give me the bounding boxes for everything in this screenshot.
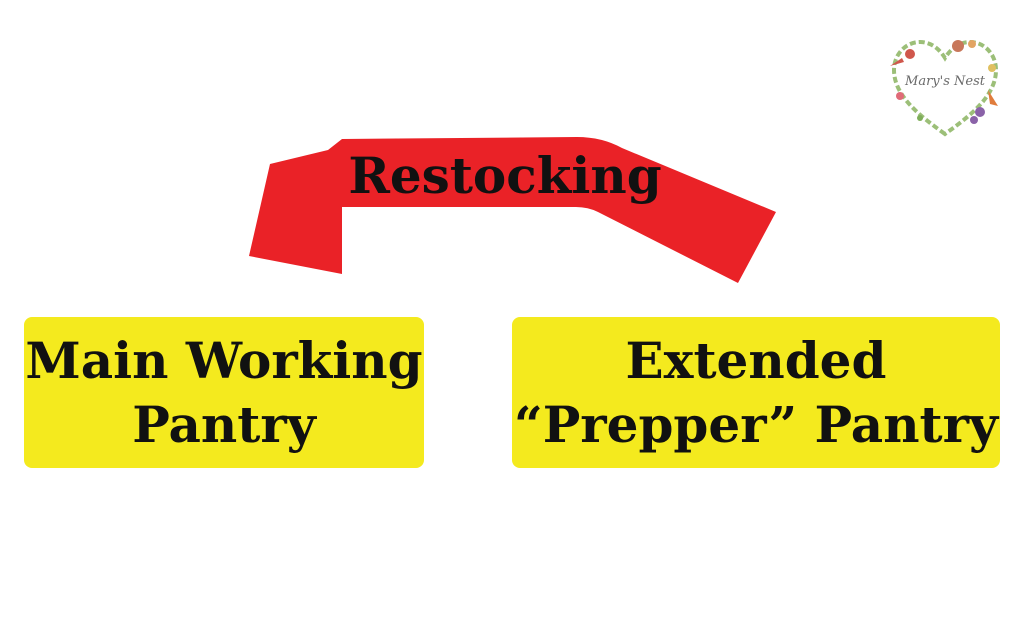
arrow-label: Restocking xyxy=(348,146,662,205)
logo-text: Mary's Nest xyxy=(905,74,985,89)
box-title-line-2: Pantry xyxy=(132,394,316,454)
box-title-line-1: Extended xyxy=(625,330,887,390)
box-title-line-1: Main Working xyxy=(25,330,423,390)
restocking-arrow-shape xyxy=(249,137,776,283)
marys-nest-logo: Mary's Nest xyxy=(880,32,1010,142)
heart-wreath-icon xyxy=(890,39,999,137)
box-title-line-2: “Prepper” Pantry xyxy=(513,394,999,454)
extended-prepper-pantry-box: Extended “Prepper” Pantry xyxy=(512,317,1000,468)
main-working-pantry-box: Main Working Pantry xyxy=(24,317,424,468)
